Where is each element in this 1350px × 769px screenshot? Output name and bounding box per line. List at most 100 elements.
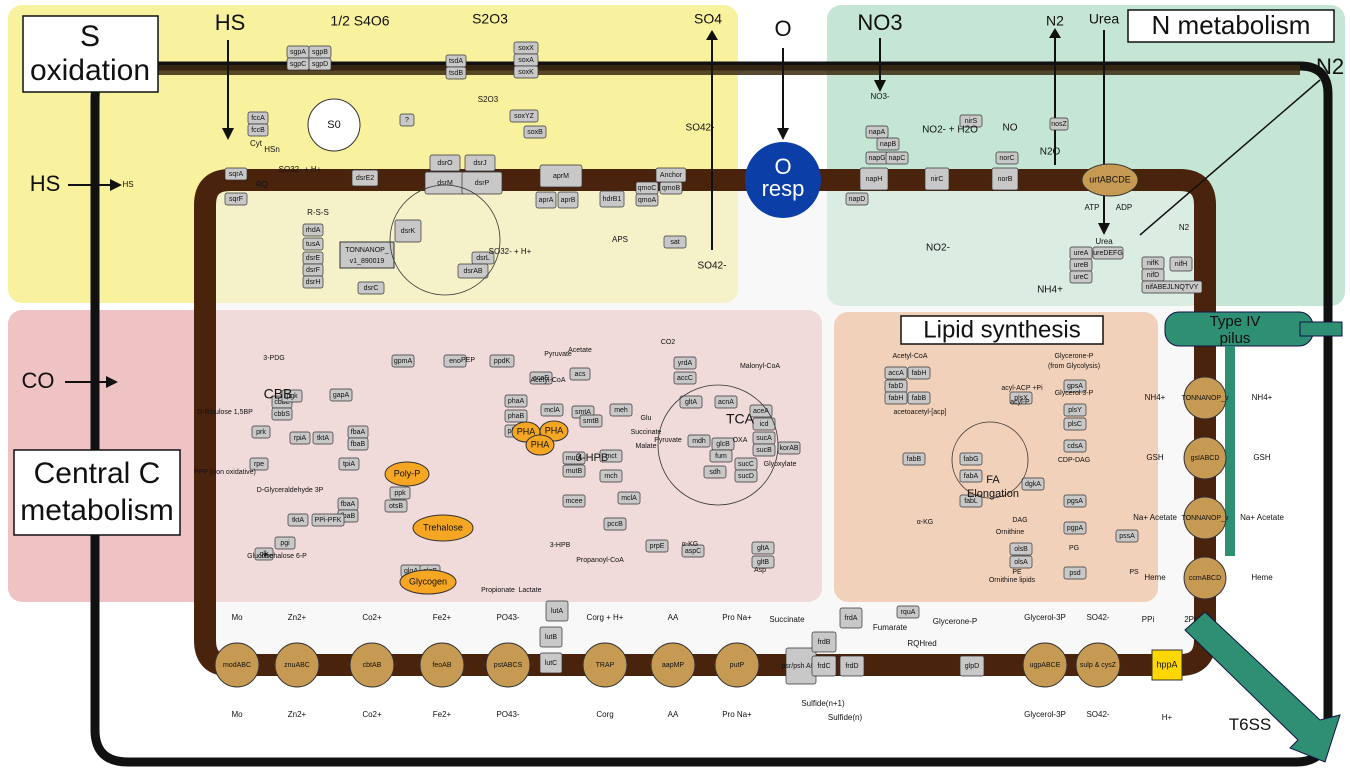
n-napc-3-label: napC <box>889 155 906 162</box>
s-dsrab-28-label: dsrAB <box>463 268 482 275</box>
s-rhda-21-box <box>302 223 324 237</box>
o2-resp-label2: resp <box>762 176 805 201</box>
n-norc-8-box <box>995 151 1019 165</box>
n-nirs-6-label: nirS <box>965 118 978 125</box>
c-glk-23-label: glk <box>260 551 269 558</box>
lipid-pgsa-15-box <box>1063 494 1087 508</box>
adp-label: ADP <box>1116 203 1132 212</box>
transporter-2-top: Co2+ <box>362 613 382 622</box>
urea-inner-label: Urea <box>1095 237 1113 246</box>
s-sgpd-3-box <box>308 57 332 71</box>
c-label-29: Malate <box>635 443 656 450</box>
c-acna-45-label: acnA <box>718 399 734 406</box>
n-nifabejlnqtvy-19-box <box>1141 280 1203 294</box>
c-mcla-40-label: mclA <box>621 495 637 502</box>
c-label-3: CO2 <box>661 339 676 346</box>
s-sqra-6-box <box>224 167 248 181</box>
n-napb-1-label: napB <box>880 141 897 148</box>
c-sdh-54-label: sdh <box>709 469 720 476</box>
c-ppdk-2-box <box>489 354 515 368</box>
c-glga-25-label: glgA <box>404 568 418 575</box>
c-label-8: PPP (non oxidative) <box>194 469 256 476</box>
no3-inner-label: NO3- <box>870 92 889 101</box>
s-dsrc-26-label: dsrC <box>364 285 379 292</box>
type4-label2: pilus <box>1220 330 1251 347</box>
transporter-1-name: znuABC <box>284 662 310 669</box>
transporter-8-name: ugpABCE <box>1030 662 1061 669</box>
transporter-8-top: Glycerol-3P <box>1024 613 1066 622</box>
c-label-11: Glucose <box>247 553 273 560</box>
pha-label1: PHA <box>517 426 536 436</box>
c-acs-3-box <box>569 367 591 381</box>
c-korab-53-label: korAB <box>779 445 798 452</box>
c-gpma-0-label: gpmA <box>394 358 413 365</box>
transporter-right-3-name: ccmABCD <box>1189 575 1221 582</box>
membrane-luta-0-box <box>545 600 569 622</box>
s-dsre2-15-label: dsrE2 <box>356 175 374 182</box>
lipid-pssa-17-label: pssA <box>1119 533 1135 540</box>
transporter-7-name: putP <box>730 662 745 669</box>
n-napb-1-box <box>876 137 900 151</box>
so4-bottom-label: SO42- <box>698 261 727 272</box>
no-label: NO <box>1003 123 1018 134</box>
lipid-gpsa-9-label: gpsA <box>1067 383 1083 390</box>
n-nosz-10-label: nosZ <box>1051 121 1067 128</box>
lipid-faba-7-box <box>959 469 983 483</box>
s-dsre-23-label: dsrE <box>306 255 321 262</box>
transporter-7-top: Pro Na+ <box>722 613 752 622</box>
transporter-right-3-in: Heme <box>1144 573 1166 582</box>
c-rpe-17-box <box>249 457 269 471</box>
transporter-0-bottom: Mo <box>231 710 243 719</box>
lipid-cdsa-13-box <box>1063 439 1087 453</box>
c-icd-47-box <box>752 417 776 431</box>
membrane-label-2: Glycerone-P <box>933 617 977 626</box>
lipid-pgsa-15-label: pgsA <box>1067 498 1083 505</box>
s-sqra-6-label: sqrA <box>229 171 244 178</box>
s-oxidation-title2: oxidation <box>30 54 150 87</box>
c-label-9: D-Glyceraldehyde 3P <box>257 487 324 494</box>
c-muta-35-label: mutA <box>566 455 583 462</box>
c-label-5: 3-PDG <box>263 355 284 362</box>
s-aprb-31-box <box>557 191 579 209</box>
n-nifh-17-label: nifH <box>1175 261 1187 268</box>
n-urea-12-label: ureA <box>1074 250 1089 257</box>
transporter-8-bottom: Glycerol-3P <box>1024 710 1066 719</box>
membrane-frdd-7-label: frdD <box>845 663 858 670</box>
c-smta-32-label: smtA <box>575 409 591 416</box>
c-mch-38-label: mch <box>604 473 617 480</box>
c-label-22: Pyruvate <box>654 437 682 444</box>
cyt-label: Cyt <box>250 139 263 148</box>
c-aspc-43-box <box>681 544 705 558</box>
n-nifd-18-label: nifD <box>1147 272 1159 279</box>
s-tsda-8-label: tsdA <box>449 58 463 65</box>
membrane-label-3: RQHred <box>907 639 936 648</box>
s-tusa-22-label: tusA <box>306 241 320 248</box>
lipid-acca-0-label: accA <box>888 370 904 377</box>
n2-top-label: N2 <box>1046 13 1064 29</box>
lipid-fabg-6-label: fabG <box>963 456 978 463</box>
lipid-label-0: Acetyl-CoA <box>892 353 927 360</box>
lipid-dgka-14-label: dgkA <box>1025 481 1041 488</box>
nh4-label: NH4+ <box>1037 285 1063 296</box>
lipid-olsa-20-label: olsA <box>1014 559 1028 566</box>
s-sqrf-7-label: sqrF <box>229 196 243 203</box>
central-c-title1: Central C <box>34 457 161 490</box>
s-apra-30-box <box>535 191 557 209</box>
n-metabolism-title: N metabolism <box>1152 10 1311 40</box>
c-mct-37-box <box>599 449 623 463</box>
c-acea-46-box <box>749 404 773 418</box>
s--38-box <box>399 113 415 127</box>
s0-globule <box>307 98 361 152</box>
so4-inner-label: SO42- <box>686 123 715 134</box>
c-label-24: Glyoxylate <box>764 461 797 468</box>
s-sgpc-2-label: sgpC <box>290 61 306 68</box>
lipid-cdsa-13-label: cdsA <box>1067 443 1083 450</box>
c-ppipfk-21-label: PPi-PFK <box>315 517 342 524</box>
s-hdrb1-32-box <box>599 190 625 208</box>
s-sat-37-box <box>663 235 687 249</box>
s-aprm-29-box <box>539 164 583 188</box>
n-nosz-10-box <box>1049 117 1069 131</box>
transporter-right-2 <box>1183 496 1227 540</box>
pha-label3: PHA <box>531 439 550 449</box>
n-napa-0-box <box>865 125 889 139</box>
